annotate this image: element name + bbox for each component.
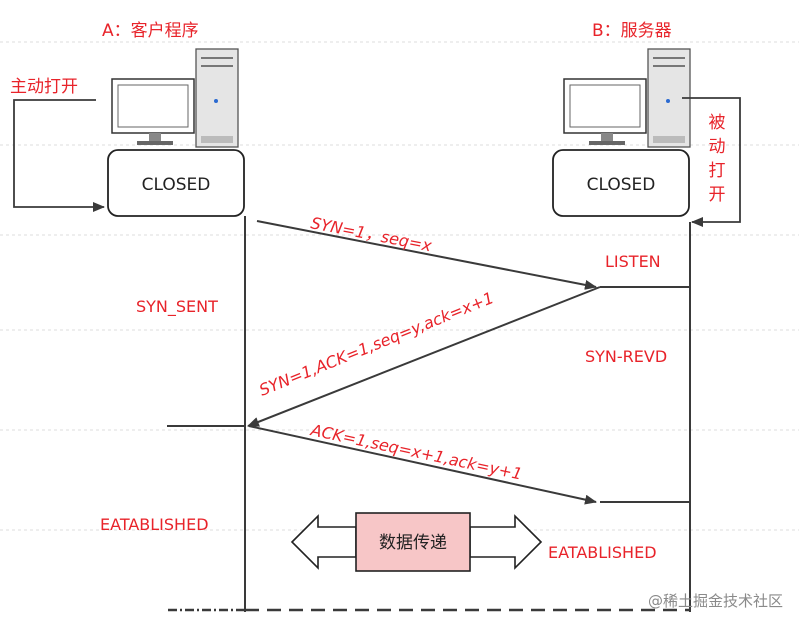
- listen-state-label: LISTEN: [605, 252, 661, 271]
- active-open-label: 主动打开: [10, 77, 78, 97]
- data-transfer-left-arrow: [290, 514, 357, 570]
- passive-open-label: 被 动 打 开: [709, 113, 726, 205]
- client-state-box: [107, 149, 245, 217]
- data-transfer-label: 数据传递: [379, 533, 447, 553]
- passive-open-arrow: [682, 97, 741, 227]
- syn-arrow: [256, 220, 597, 290]
- syn-revd-state-label: SYN-REVD: [585, 347, 667, 366]
- server-title: B：服务器: [592, 21, 672, 41]
- server-state-label: CLOSED: [587, 175, 656, 195]
- client-established-label: EATABLISHED: [100, 515, 209, 534]
- syn-sent-state-label: SYN_SENT: [136, 297, 218, 317]
- server-established-label: EATABLISHED: [548, 543, 657, 562]
- svg-text:开: 开: [709, 185, 726, 205]
- svg-text:动: 动: [709, 137, 726, 157]
- svg-text:被: 被: [709, 113, 726, 133]
- watermark-text: @稀土掘金技术社区: [648, 592, 783, 610]
- client-computer-icon: [111, 48, 239, 148]
- data-transfer-box: [355, 512, 471, 572]
- client-state-label: CLOSED: [142, 175, 211, 195]
- ack-arrow: [248, 425, 597, 505]
- syn-ack-message-label: SYN=1,ACK=1,seq=y,ack=x+1: [256, 288, 496, 400]
- server-state-box: [552, 149, 690, 217]
- data-transfer-right-arrow: [469, 514, 543, 570]
- svg-text:打: 打: [709, 161, 726, 181]
- server-computer-icon: [563, 48, 691, 148]
- active-open-arrow: [13, 99, 105, 212]
- client-title: A：客户程序: [102, 21, 199, 41]
- background-gridlines: [0, 41, 799, 531]
- syn-message-label: SYN=1，seq=x: [309, 213, 434, 255]
- syn-ack-arrow: [247, 286, 601, 427]
